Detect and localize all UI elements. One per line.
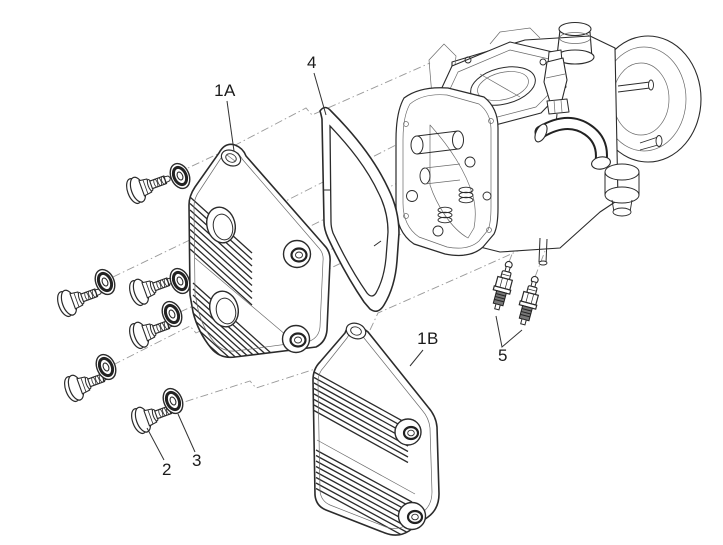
spark-plugs bbox=[488, 258, 545, 328]
callout-4: 4 bbox=[307, 53, 317, 72]
cooling-fins-upper bbox=[313, 371, 409, 464]
cover-port-upper bbox=[205, 206, 237, 244]
callout-3: 3 bbox=[192, 451, 202, 470]
callout-1b: 1B bbox=[417, 329, 439, 348]
sensor bbox=[543, 49, 570, 125]
cover-ear bbox=[345, 322, 367, 340]
callout-2: 2 bbox=[162, 460, 172, 479]
cylinder-head-cover-1a bbox=[188, 143, 331, 359]
cover-port-lower bbox=[208, 290, 240, 328]
cylinder-head bbox=[395, 87, 499, 257]
callout-1a: 1A bbox=[214, 81, 236, 100]
intake-stub bbox=[555, 21, 595, 65]
cylinder-head-cover-1b bbox=[312, 322, 440, 536]
callout-leaders bbox=[146, 72, 523, 461]
cooling-fins-lower bbox=[315, 449, 413, 536]
coolant-hose bbox=[534, 117, 611, 170]
callout-5: 5 bbox=[498, 346, 508, 365]
head-cover-gasket bbox=[319, 106, 400, 313]
engine-assembly bbox=[395, 21, 702, 266]
water-pump bbox=[604, 135, 663, 217]
fasteners bbox=[54, 158, 196, 437]
